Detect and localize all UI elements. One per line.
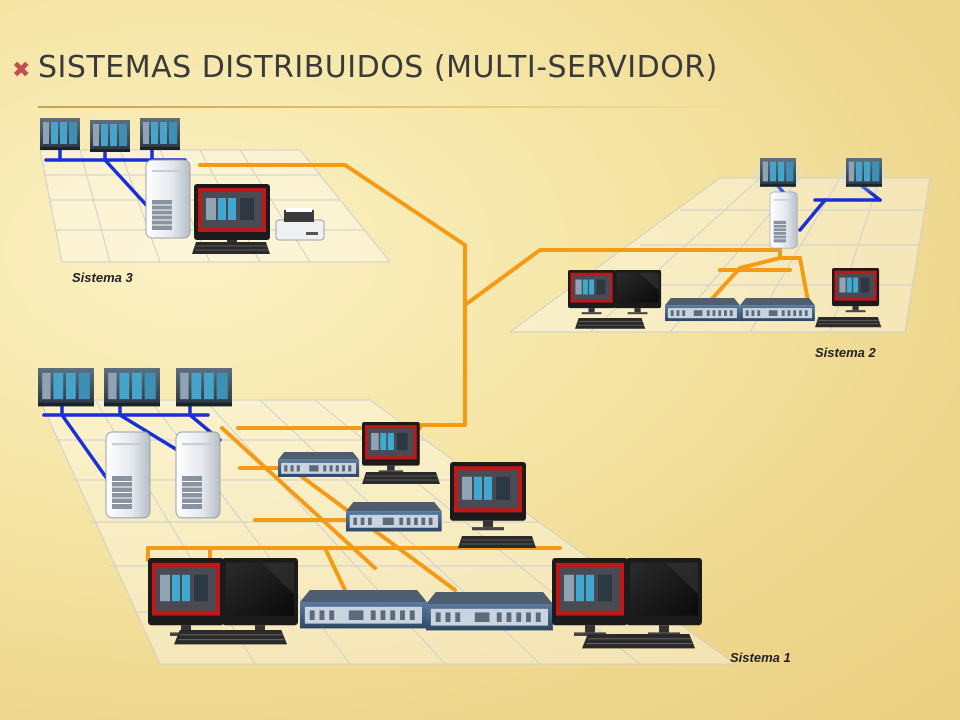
sistema-2-workstation-icon [568,270,616,315]
sistema-1-server-1-icon [105,431,151,519]
title-underline [38,106,758,108]
sistema-3-workstation-icon [194,184,270,249]
sistema-1-keyboard-c-icon [173,629,288,645]
sistema-2-keyboard-icon [574,317,646,330]
sistema-2-label: Sistema 2 [815,345,876,360]
sistema-1-station-d-secondary-icon [626,558,702,636]
sistema-1-station-a-icon [362,422,420,473]
sistema-3-keyboard-icon [191,241,271,255]
sistema-2-operator-station-icon [832,268,880,313]
sistema-2-operator-keyboard-icon [814,316,882,328]
sistema-1-server-2-icon [175,431,221,519]
sistema-3-server-icon [145,159,191,239]
sistema-1-label: Sistema 1 [730,650,791,665]
sistema-1-keyboard-a-icon [361,471,441,485]
sistema-2-server-icon [769,191,798,249]
sistema-1-io-rack-d-icon [426,592,553,631]
sistema-3-label: Sistema 3 [72,270,133,285]
sistema-1-io-rack-b-icon [346,502,442,532]
sistema-1-plc-rack [38,368,232,407]
sistema-1-keyboard-d-icon [581,633,696,649]
sistema-1-station-d-icon [552,558,628,636]
sistema-1-station-c-icon [148,558,224,636]
sistema-1-station-c-secondary-icon [222,558,298,636]
sistema-3-plc-rack [40,118,180,152]
sistema-1-io-rack-a-icon [278,452,360,477]
sistema-2-io-rack-2-icon [740,298,815,322]
slide-title: SISTEMAS DISTRIBUIDOS (MULTI-SERVIDOR) [38,50,718,85]
orange-network-backbone [146,163,812,592]
sistema-2-secondary-monitor-icon [614,270,662,315]
bullet-x-icon: ✖ [12,58,31,83]
sistema-1-io-rack-c-icon [300,590,427,629]
sistema-2-io-rack-1-icon [665,298,740,322]
sistema-1-keyboard-b-icon [457,535,537,549]
sistema-1-station-b-icon [450,462,526,531]
